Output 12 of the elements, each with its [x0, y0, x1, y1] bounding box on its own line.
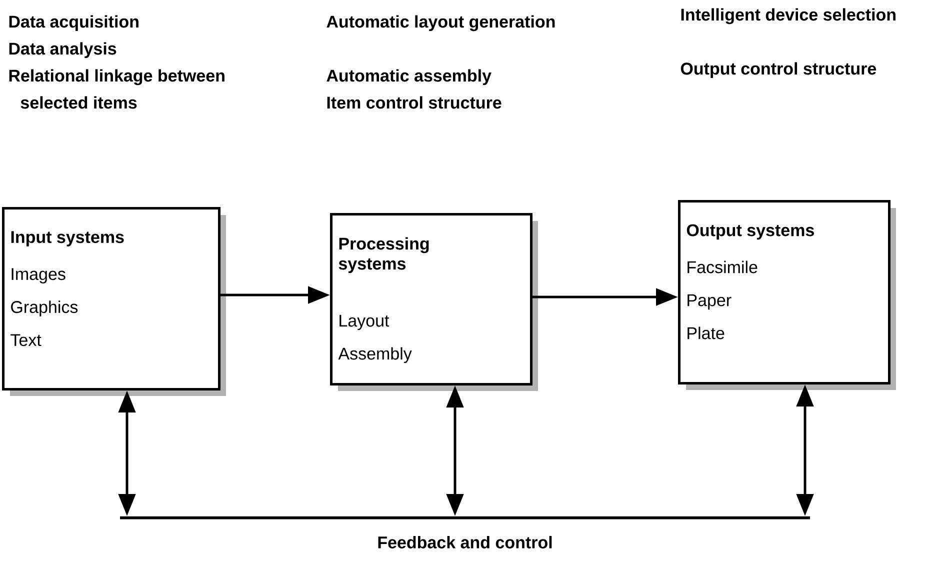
- feedback-line: Feedback and control: [120, 516, 810, 548]
- system-box: Output systems Facsimile Paper Plate: [678, 200, 896, 390]
- system-box: Input systems Images Graphics Text: [2, 207, 226, 396]
- note-text: Item control structure: [327, 96, 502, 109]
- note-text: Data analysis: [9, 42, 116, 58]
- note-text: Automatic layout generation: [326, 15, 555, 32]
- note-text: Data acquisition: [9, 15, 138, 32]
- note-text: Intelligent device selection: [681, 8, 896, 24]
- note-text: Output control structure: [680, 62, 876, 78]
- note-text: Automatic assembly: [326, 69, 492, 86]
- system-box: Processing systems Layout Assembly: [330, 213, 538, 391]
- note-text: Relational linkage between selected items: [9, 69, 224, 109]
